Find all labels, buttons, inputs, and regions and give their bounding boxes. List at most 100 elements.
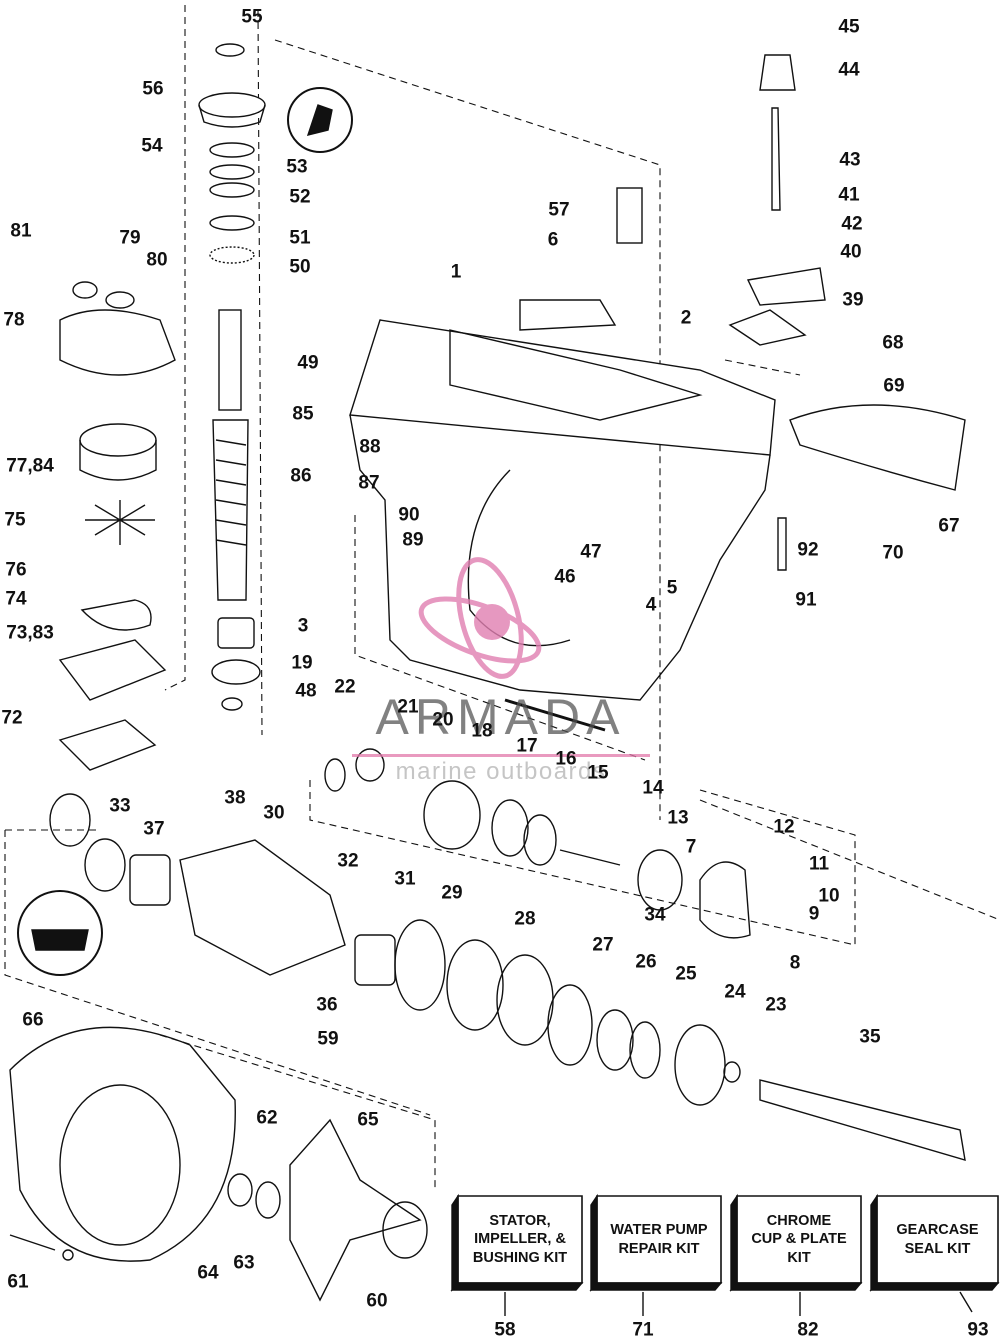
callout-91: 91 bbox=[795, 589, 817, 611]
callout-80: 80 bbox=[146, 249, 168, 271]
callout-52: 52 bbox=[289, 186, 311, 208]
shaft-column bbox=[198, 43, 266, 711]
seal-icons bbox=[17, 87, 353, 976]
callout-54: 54 bbox=[141, 135, 163, 157]
water-pump-parts bbox=[58, 281, 176, 771]
callout-39: 39 bbox=[842, 289, 864, 311]
callout-62: 62 bbox=[256, 1107, 278, 1129]
callout-6: 6 bbox=[547, 229, 559, 251]
callout-21: 21 bbox=[397, 696, 419, 718]
callout-16: 16 bbox=[555, 748, 577, 770]
callout-81: 81 bbox=[10, 220, 32, 242]
callout-22: 22 bbox=[334, 676, 356, 698]
callout-90: 90 bbox=[398, 504, 420, 526]
callout-11: 11 bbox=[808, 853, 830, 875]
callout-73-83: 73,83 bbox=[6, 622, 54, 644]
callout-51: 51 bbox=[289, 227, 311, 249]
callout-31: 31 bbox=[394, 868, 416, 890]
callout-85: 85 bbox=[292, 403, 314, 425]
callout-53: 53 bbox=[286, 156, 308, 178]
dashed-group-lines bbox=[4, 5, 1000, 1190]
callout-26: 26 bbox=[635, 951, 657, 973]
kit-number-71: 71 bbox=[632, 1319, 654, 1341]
callout-41: 41 bbox=[838, 184, 860, 206]
callout-38: 38 bbox=[224, 787, 246, 809]
callout-59: 59 bbox=[317, 1028, 339, 1050]
callout-77-84: 77,84 bbox=[6, 455, 54, 477]
shift-rod-parts bbox=[728, 54, 966, 571]
callout-23: 23 bbox=[765, 994, 787, 1016]
lower-unit-parts bbox=[9, 748, 966, 1302]
callout-67: 67 bbox=[938, 515, 960, 537]
callout-27: 27 bbox=[592, 934, 614, 956]
callout-78: 78 bbox=[3, 309, 25, 331]
callout-19: 19 bbox=[291, 652, 313, 674]
callout-28: 28 bbox=[514, 908, 536, 930]
callout-24: 24 bbox=[724, 981, 746, 1003]
callout-76: 76 bbox=[5, 559, 27, 581]
gearcase-housing bbox=[349, 187, 776, 701]
callout-10: 10 bbox=[818, 885, 840, 907]
callout-30: 30 bbox=[263, 802, 285, 824]
callout-43: 43 bbox=[839, 149, 861, 171]
callout-40: 40 bbox=[840, 241, 862, 263]
callout-55: 55 bbox=[241, 6, 263, 28]
callout-45: 45 bbox=[838, 16, 860, 38]
callout-18: 18 bbox=[471, 720, 493, 742]
kit-label-71: WATER PUMP REPAIR KIT bbox=[610, 1222, 708, 1257]
callout-86: 86 bbox=[290, 465, 312, 487]
callout-20: 20 bbox=[432, 709, 454, 731]
callout-2: 2 bbox=[680, 307, 692, 329]
callout-34: 34 bbox=[644, 904, 666, 926]
callout-70: 70 bbox=[882, 542, 904, 564]
watermark-divider bbox=[352, 754, 650, 757]
callout-44: 44 bbox=[838, 59, 860, 81]
callout-35: 35 bbox=[859, 1026, 881, 1048]
callout-32: 32 bbox=[337, 850, 359, 872]
kit-number-58: 58 bbox=[494, 1319, 516, 1341]
callout-68: 68 bbox=[882, 332, 904, 354]
callout-29: 29 bbox=[441, 882, 463, 904]
callout-7: 7 bbox=[685, 836, 697, 858]
callout-1: 1 bbox=[450, 261, 462, 283]
callout-65: 65 bbox=[357, 1109, 379, 1131]
callout-57: 57 bbox=[548, 199, 570, 221]
callout-47: 47 bbox=[580, 541, 602, 563]
watermark-subtitle: marine outboards bbox=[395, 758, 607, 785]
callout-89: 89 bbox=[402, 529, 424, 551]
callout-37: 37 bbox=[143, 818, 165, 840]
kit-label-82: CHROME CUP & PLATE KIT bbox=[751, 1213, 847, 1266]
callout-13: 13 bbox=[667, 807, 689, 829]
callout-48: 48 bbox=[295, 680, 317, 702]
callout-79: 79 bbox=[119, 227, 141, 249]
callout-42: 42 bbox=[841, 213, 863, 235]
watermark-logo bbox=[418, 557, 542, 679]
callout-8: 8 bbox=[789, 952, 801, 974]
callout-49: 49 bbox=[297, 352, 319, 374]
callout-61: 61 bbox=[7, 1271, 29, 1293]
callout-33: 33 bbox=[109, 795, 131, 817]
callout-9: 9 bbox=[808, 903, 820, 925]
kit-number-82: 82 bbox=[797, 1319, 819, 1341]
kit-number-93: 93 bbox=[967, 1319, 989, 1341]
callout-60: 60 bbox=[366, 1290, 388, 1312]
callout-75: 75 bbox=[4, 509, 26, 531]
callout-50: 50 bbox=[289, 256, 311, 278]
callout-36: 36 bbox=[316, 994, 338, 1016]
callout-25: 25 bbox=[675, 963, 697, 985]
callout-64: 64 bbox=[197, 1262, 219, 1284]
callout-66: 66 bbox=[22, 1009, 44, 1031]
kit-label-58: STATOR, IMPELLER, & BUSHING KIT bbox=[472, 1213, 568, 1266]
callout-87: 87 bbox=[358, 472, 380, 494]
callout-74: 74 bbox=[5, 588, 27, 610]
callout-56: 56 bbox=[142, 78, 164, 100]
callout-88: 88 bbox=[359, 436, 381, 458]
callout-72: 72 bbox=[1, 707, 23, 729]
callout-4: 4 bbox=[645, 594, 657, 616]
callout-92: 92 bbox=[797, 539, 819, 561]
callout-15: 15 bbox=[587, 762, 609, 784]
callout-3: 3 bbox=[297, 615, 309, 637]
kit-label-93: GEARCASE SEAL KIT bbox=[896, 1222, 979, 1257]
